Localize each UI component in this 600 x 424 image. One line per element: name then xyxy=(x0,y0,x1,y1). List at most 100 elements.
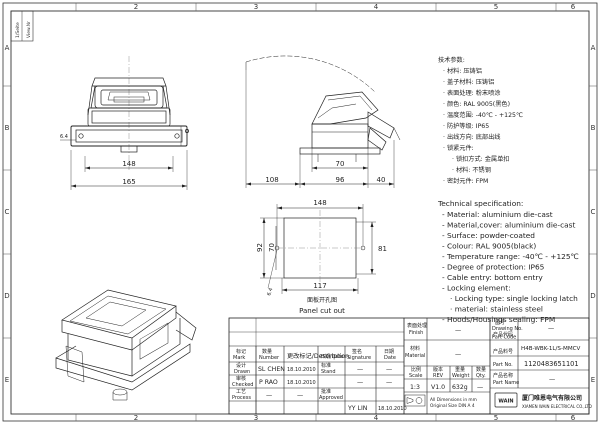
row-checked-name: P RAO xyxy=(259,379,278,386)
spec-en-item: - Surface: powder-coated xyxy=(442,231,535,240)
qty-en: Qty. xyxy=(476,373,486,379)
zone-right-e: E xyxy=(591,376,595,384)
part-no-value: 1120483651101 xyxy=(524,360,579,368)
zone-top-4: 4 xyxy=(374,3,379,11)
spec-cn-item: · 锁扣方式: 金属单扣 xyxy=(452,155,510,163)
cutout-label-cn: 面板开孔图 xyxy=(307,296,337,304)
spec-cn-item: · 表面处理: 粉末喷涂 xyxy=(443,89,501,97)
zone-right-b: B xyxy=(591,124,596,132)
front-view xyxy=(60,56,189,190)
qty-cn: 数量 xyxy=(476,366,486,373)
spec-en-item: - Degree of protection: IP65 xyxy=(442,263,545,272)
part-no-cn: 产品料号 xyxy=(493,348,513,355)
row-drawn-sig-en: Stand xyxy=(321,369,336,375)
spec-cn-item: · 材料: 压铸铝 xyxy=(443,67,482,75)
spec-en-title: Technical specification: xyxy=(437,199,523,208)
weight-en: Weight xyxy=(452,373,469,379)
hdr-num-cn: 数量 xyxy=(262,348,272,355)
corner-stamp: 1/Seite View.Nr xyxy=(10,10,34,42)
drawing-no-value: — xyxy=(548,325,554,332)
surface-cn: 表面处理 xyxy=(407,322,427,329)
material-value: — xyxy=(455,351,461,358)
zone-left-a: A xyxy=(5,44,10,52)
spec-en-item: - Material: aluminium die-cast xyxy=(442,210,553,219)
zone-top-5: 5 xyxy=(494,3,498,11)
spec-en-item: · Locking type: single locking latch xyxy=(450,294,578,303)
hdr-date2-en: Date xyxy=(384,355,396,361)
dim-side-96: 96 xyxy=(336,176,345,184)
part-name-cn: 产品名称 xyxy=(493,372,513,379)
zone-bottom-4: 4 xyxy=(374,414,379,422)
dim-front-outer: 165 xyxy=(122,178,135,186)
row-process-role-en: Process xyxy=(232,395,251,401)
spec-cn-list: 技术参数: · 材料: 压铸铝 · 盖子材料: 压铸铝 · 表面处理: 粉末喷涂… xyxy=(438,56,523,185)
dim-side-40: 40 xyxy=(377,176,386,184)
spec-en-item: - Locking element: xyxy=(442,284,511,293)
row-process-sig: YY LIN xyxy=(347,405,368,412)
dim-cut-top: 148 xyxy=(313,199,326,207)
row-process-role-cn: 工艺 xyxy=(236,389,246,395)
tolerance-line1: All Dimensions in mm xyxy=(430,397,477,403)
cutout-label-en: Panel cut out xyxy=(299,307,345,315)
company-logo xyxy=(494,392,518,408)
row-process-sig-en: Approved xyxy=(319,395,343,401)
hdr-sig-en: Signature xyxy=(347,355,371,361)
spec-cn-item: · 颜色: RAL 9005(黑色) xyxy=(443,100,510,108)
zone-top-3: 3 xyxy=(254,3,258,11)
zone-left-c: C xyxy=(5,208,10,216)
company-en: XIAMEN WAIN ELECTRICAL CO.,LTD xyxy=(522,404,592,409)
hdr-date: 日期/Date xyxy=(320,354,344,360)
zone-right-d: D xyxy=(590,292,595,300)
dim-front-inner: 148 xyxy=(122,160,135,168)
zone-top-6: 6 xyxy=(571,3,576,11)
zone-bottom-2: 2 xyxy=(134,414,138,422)
part-no-en: Part No. xyxy=(493,362,513,368)
spec-en-item: - Temperature range: -40℃ - +125℃ xyxy=(442,252,579,261)
zone-bottom-6: 6 xyxy=(571,414,576,422)
row-drawn-date: 18.10.2010 xyxy=(287,367,316,373)
material-en: Material xyxy=(405,353,425,359)
projection-symbol-icon xyxy=(404,394,426,407)
zone-top-2: 2 xyxy=(134,3,138,11)
rev-en: REV xyxy=(433,373,444,379)
row-drawn-role-en: Drawn xyxy=(234,369,250,375)
zone-left-e: E xyxy=(5,376,9,384)
row-process-date: — xyxy=(297,392,303,399)
zone-left-d: D xyxy=(4,292,9,300)
drawing-no-en: Drawing No. xyxy=(492,326,523,332)
zone-bottom-3: 3 xyxy=(254,414,258,422)
zone-right-a: A xyxy=(591,44,596,52)
spec-cn-item: · 盖子材料: 压铸铝 xyxy=(443,78,494,86)
row-checked-date: 18.10.2010 xyxy=(287,380,316,386)
spec-cn-item: · 防护等级: IP65 xyxy=(443,122,489,130)
spec-cn-item: · 锁紧元件: xyxy=(443,144,474,152)
dim-cut-left-outer: 92 xyxy=(256,243,264,252)
hdr-date2-cn: 日期 xyxy=(384,349,394,355)
title-block xyxy=(228,317,590,415)
dim-side-108: 108 xyxy=(265,176,278,184)
spec-en-item: - Cable entry: bottom entry xyxy=(442,273,543,282)
dim-cut-left-inner: 70 xyxy=(268,243,276,252)
spec-cn-item: · 温度范围: -40℃ - +125℃ xyxy=(443,111,523,119)
corner-label-1: 1/Seite xyxy=(15,22,21,38)
scale-en: Scale xyxy=(409,373,422,379)
scale-cn: 比例 xyxy=(411,366,421,373)
spec-en-list: Technical specification: - Material: alu… xyxy=(437,199,579,324)
panel-cutout xyxy=(260,204,376,294)
spec-en-item: · material: stainless steel xyxy=(450,305,543,314)
row-checked-role-cn: 审核 xyxy=(236,375,246,382)
part-code-cn: 产品代码 xyxy=(493,331,513,338)
zone-bottom-5: 5 xyxy=(494,414,498,422)
zone-right-c: C xyxy=(591,208,596,216)
spec-en-item: - Material,cover: aluminium die-cast xyxy=(442,221,576,230)
dim-cut-right: 81 xyxy=(378,245,387,253)
rev-value: V1.0 xyxy=(431,384,445,391)
part-name-en: Part Name xyxy=(493,380,519,386)
scale-value: 1:3 xyxy=(410,384,420,391)
row-drawn-sig-cn: 标准 xyxy=(321,362,331,369)
zone-ticks xyxy=(3,3,597,421)
row-checked-role-en: Checked xyxy=(232,382,253,388)
dim-cut-hole: 6.4 xyxy=(266,287,274,296)
spec-cn-item: · 密封元件: FPM xyxy=(443,177,488,185)
hdr-sig-cn: 签名 xyxy=(352,348,362,355)
